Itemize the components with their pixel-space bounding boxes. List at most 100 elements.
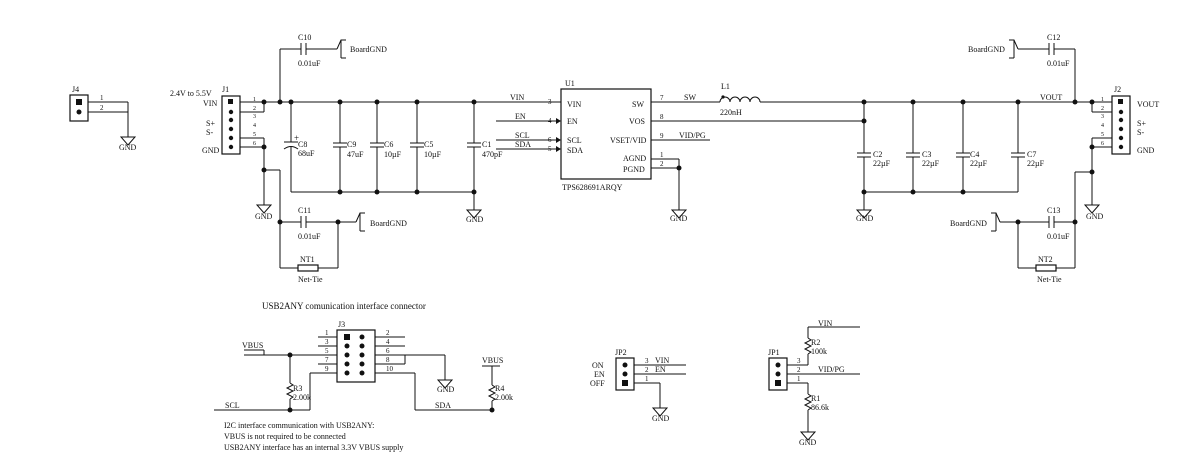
svg-text:NT1: NT1 <box>300 255 315 264</box>
svg-text:GND: GND <box>670 214 688 223</box>
svg-text:R2: R2 <box>811 338 820 347</box>
svg-text:22µF: 22µF <box>970 159 988 168</box>
svg-text:C10: C10 <box>298 33 311 42</box>
svg-text:C1: C1 <box>482 140 491 149</box>
svg-text:C4: C4 <box>970 150 979 159</box>
svg-text:7: 7 <box>660 94 664 102</box>
jumper-jp2: JP2 ON EN OFF 3 2 1 VIN EN GND <box>590 348 686 423</box>
svg-text:VOUT: VOUT <box>1137 100 1159 109</box>
svg-text:2.00k: 2.00k <box>495 393 513 402</box>
vbus-right-label: VBUS <box>482 356 503 365</box>
note-line-2: VBUS is not required to be connected <box>224 432 346 441</box>
gnd-label-j4: GND <box>119 143 137 152</box>
resistor-r3: R3 2.00k <box>285 382 311 402</box>
svg-text:6: 6 <box>253 141 256 147</box>
capacitor-c2: C2 22µF <box>857 102 891 205</box>
svg-text:Net-Tie: Net-Tie <box>298 275 323 284</box>
svg-text:R4: R4 <box>495 384 504 393</box>
svg-text:OFF: OFF <box>590 379 605 388</box>
svg-text:C7: C7 <box>1027 150 1036 159</box>
svg-text:22µF: 22µF <box>1027 159 1045 168</box>
capacitor-c8: + C8 68uF <box>283 102 315 192</box>
svg-text:100k: 100k <box>811 347 827 356</box>
svg-text:GND: GND <box>652 414 670 423</box>
svg-text:+: + <box>294 133 299 143</box>
svg-text:BoardGND: BoardGND <box>968 45 1005 54</box>
svg-text:1: 1 <box>253 97 256 103</box>
svg-text:GND: GND <box>799 438 817 447</box>
svg-text:GND: GND <box>437 385 455 394</box>
svg-text:5: 5 <box>253 132 256 138</box>
vbus-left-label: VBUS <box>242 341 263 350</box>
j1-voltage-range: 2.4V to 5.5V <box>170 89 212 98</box>
svg-text:3: 3 <box>645 357 649 365</box>
svg-text:L1: L1 <box>721 82 730 91</box>
svg-text:47uF: 47uF <box>347 150 364 159</box>
j1-body <box>221 95 241 155</box>
jumper-jp1: JP1 3 2 1 VID/PG <box>768 348 860 391</box>
capacitor-c5: C5 10µF <box>410 102 442 192</box>
svg-text:GND: GND <box>1086 212 1104 221</box>
capacitor-c13: C13 0.01uF BoardGND <box>950 206 1075 241</box>
resistor-r4: R4 2.00k <box>487 384 513 402</box>
capacitor-c4: C4 22µF <box>956 102 988 192</box>
j1-gnd-label: GND <box>202 146 220 155</box>
svg-text:2: 2 <box>645 366 649 374</box>
svg-text:2: 2 <box>1101 106 1104 112</box>
svg-text:C2: C2 <box>873 150 882 159</box>
svg-text:6: 6 <box>548 136 552 144</box>
ic-u1: U1 VIN EN SCL SDA SW VOS VSET/VID AGND P… <box>560 79 652 192</box>
net-tie-nt2: NT2 Net-Tie <box>1017 222 1075 284</box>
vin-net-label: VIN <box>510 93 524 102</box>
resistor-r2: R2 100k <box>803 337 827 356</box>
svg-text:ON: ON <box>592 361 604 370</box>
sw-net-label: SW <box>684 93 696 102</box>
capacitor-c7: C7 22µF <box>1011 102 1045 192</box>
svg-text:S-: S- <box>1137 128 1144 137</box>
svg-text:SCL: SCL <box>515 131 530 140</box>
svg-text:2: 2 <box>660 160 664 168</box>
capacitor-c11: C11 0.01uF BoardGND <box>280 206 407 241</box>
j4-pin2: 2 <box>100 104 104 112</box>
svg-text:Net-Tie: Net-Tie <box>1037 275 1062 284</box>
j4-body <box>69 94 89 122</box>
svg-text:5: 5 <box>325 347 329 355</box>
svg-text:SW: SW <box>632 100 644 109</box>
svg-text:EN: EN <box>567 117 578 126</box>
j4-pin2-marker <box>76 109 82 115</box>
svg-text:7: 7 <box>325 356 329 364</box>
svg-text:1: 1 <box>660 151 664 159</box>
j1-sp-label: S+ <box>206 119 215 128</box>
svg-text:SCL: SCL <box>567 136 582 145</box>
svg-text:GND: GND <box>255 212 273 221</box>
svg-text:SCL: SCL <box>225 401 240 410</box>
svg-text:C6: C6 <box>384 140 393 149</box>
svg-text:VIN: VIN <box>818 319 832 328</box>
connector-j4: J4 1 2 GND <box>69 85 137 152</box>
svg-text:2: 2 <box>386 329 390 337</box>
svg-text:10µF: 10µF <box>424 150 442 159</box>
svg-text:22µF: 22µF <box>922 159 940 168</box>
vout-net-label: VOUT <box>1040 93 1062 102</box>
svg-text:9: 9 <box>660 132 664 140</box>
svg-text:VOS: VOS <box>629 117 645 126</box>
svg-text:J2: J2 <box>1114 85 1121 94</box>
svg-text:AGND: AGND <box>623 154 646 163</box>
note-line-3: USB2ANY interface has an internal 3.3V V… <box>224 443 403 452</box>
svg-text:220nH: 220nH <box>720 108 742 117</box>
svg-text:86.6k: 86.6k <box>811 403 829 412</box>
svg-text:C8: C8 <box>298 140 307 149</box>
capacitor-c6: C6 10µF <box>370 102 402 192</box>
svg-text:3: 3 <box>1101 114 1104 120</box>
connector-j3: J3 1 3 5 7 9 2 4 6 8 10 <box>318 320 445 383</box>
svg-text:JP2: JP2 <box>615 348 627 357</box>
svg-text:R1: R1 <box>811 394 820 403</box>
j1-sm-label: S- <box>206 128 213 137</box>
capacitor-c3: C3 22µF <box>906 102 940 192</box>
j2-body <box>1111 95 1131 155</box>
svg-text:BoardGND: BoardGND <box>370 219 407 228</box>
svg-text:2: 2 <box>253 106 256 112</box>
svg-text:22µF: 22µF <box>873 159 891 168</box>
capacitor-c10: C10 0.01uF BoardGND <box>279 33 387 102</box>
